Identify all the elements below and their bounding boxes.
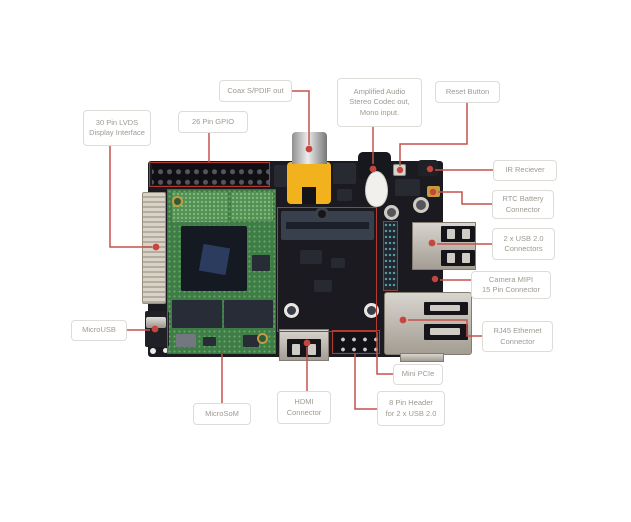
dot-ir [426,165,434,173]
usb-port-bottom-pin-1 [447,253,455,263]
pcie-area-chip-3 [314,280,332,292]
ram-chip-right [224,300,273,328]
dot-hdmi [303,339,311,347]
leader-rtc [438,191,492,205]
callout-hdmi-text: HDMI Connector [286,397,322,417]
callout-ir-receiver: IR Reciever [493,160,557,181]
callout-rj45: RJ45 Ethernet Connector [482,321,553,352]
gpio-header-outline [149,162,270,187]
dot-rj45 [399,316,407,324]
mini-pcie-outline [277,207,377,332]
ram-chip-left [172,300,222,328]
callout-gpio: 26 Pin GPIO [178,111,248,133]
callout-hdmi: HDMI Connector [277,391,331,424]
callout-microsom: MicroSoM [193,403,251,425]
component-chip-a [337,189,352,201]
standoff-top [384,205,399,220]
leader-lvds [109,146,152,248]
callout-micro-usb-text: MicroUSB [82,325,116,335]
callout-camera-mipi-text: Camera MIPI 15 Pin Connector [482,274,540,295]
dot-audio [369,165,377,173]
callout-rj45-text: RJ45 Ethernet Connector [493,326,542,346]
leader-reset [399,103,468,166]
callout-coax-spdif-text: Coax S/PDIF out [227,85,284,95]
hdmi-pin-2 [308,344,316,355]
microsom-outline [167,189,276,354]
callout-mini-pcie-text: Mini PCIe [401,369,435,379]
dot-spdif [305,145,313,153]
leader-rj45 [408,319,482,337]
screw-dot-1 [150,348,156,354]
dot-reset [396,166,404,174]
callout-amplified-audio-text: Amplified Audio Stereo Codec out, Mono i… [349,86,410,117]
usb-port-top-pin-2 [462,229,470,239]
usb-port-top-pin-1 [447,229,455,239]
callout-microsom-text: MicroSoM [205,408,239,418]
rj45-slot-top-pin [430,305,460,311]
dot-rtc [429,188,437,196]
camera-mipi-connector [383,221,398,291]
callout-mini-pcie: Mini PCIe [393,364,443,385]
screw-hole-center [315,207,329,221]
component-cap [274,165,287,187]
leader-header8 [354,353,377,410]
screw-dot-2 [163,348,168,353]
leader-minipcie [376,332,393,375]
mount-hole-left [284,303,299,318]
pcie-area-chip-2 [331,258,345,268]
callout-amplified-audio: Amplified Audio Stereo Codec out, Mono i… [337,78,422,127]
callout-reset-button-text: Reset Button [445,86,490,96]
som-small-chip [252,255,270,271]
dot-usb2 [428,239,436,247]
mount-hole-right [364,303,379,318]
callout-rtc-battery: RTC Battery Connector [492,190,554,219]
som-bottom-chip-2 [243,335,259,347]
dot-camera [431,275,439,283]
rj45-slot-bottom-pin [430,328,460,335]
dot-lvds [152,243,160,251]
callout-reset-button: Reset Button [435,81,500,103]
som-bottom-chip-1 [203,337,216,346]
pin-header-8-component [334,332,378,352]
pin-header-8-outline [332,330,380,354]
leader-spdif [292,90,310,145]
spdif-rca-notch [302,187,316,204]
som-shield-area-2 [231,192,273,221]
gpio-header [152,164,269,185]
callout-gpio-text: 26 Pin GPIO [191,116,235,126]
callout-usb-2x: 2 x USB 2.0 Connectors [492,228,555,260]
audio-jack-housing [365,171,388,207]
hdmi-pin-1 [292,344,300,355]
callout-coax-spdif: Coax S/PDIF out [219,80,292,102]
callout-lvds-display-text: 30 Pin LVDS Display Interface [89,117,145,138]
callout-rtc-battery-text: RTC Battery Connector [502,194,544,214]
som-emmc-chip [176,334,196,347]
callout-micro-usb: MicroUSB [71,320,127,341]
pcie-area-chip-1 [300,250,322,264]
component-inductor [333,163,356,184]
som-antenna-pad-2 [257,333,268,344]
micro-usb-port [146,317,166,328]
callout-ir-receiver-text: IR Reciever [505,165,545,175]
callout-pin-header-8-text: 8 Pin Header for 2 x USB 2.0 [385,398,437,418]
usb-port-bottom-pin-2 [462,253,470,263]
rj45-bottom-tab [400,353,444,362]
component-chip-b [395,179,420,196]
callout-usb-2x-text: 2 x USB 2.0 Connectors [503,233,544,254]
dot-microusb [151,325,159,333]
standoff-usb [413,197,429,213]
callout-camera-mipi: Camera MIPI 15 Pin Connector [471,271,551,299]
callout-lvds-display: 30 Pin LVDS Display Interface [83,110,151,146]
som-antenna-pad [172,196,183,207]
callout-pin-header-8: 8 Pin Header for 2 x USB 2.0 [377,391,445,426]
mini-pcie-slit [286,222,369,229]
